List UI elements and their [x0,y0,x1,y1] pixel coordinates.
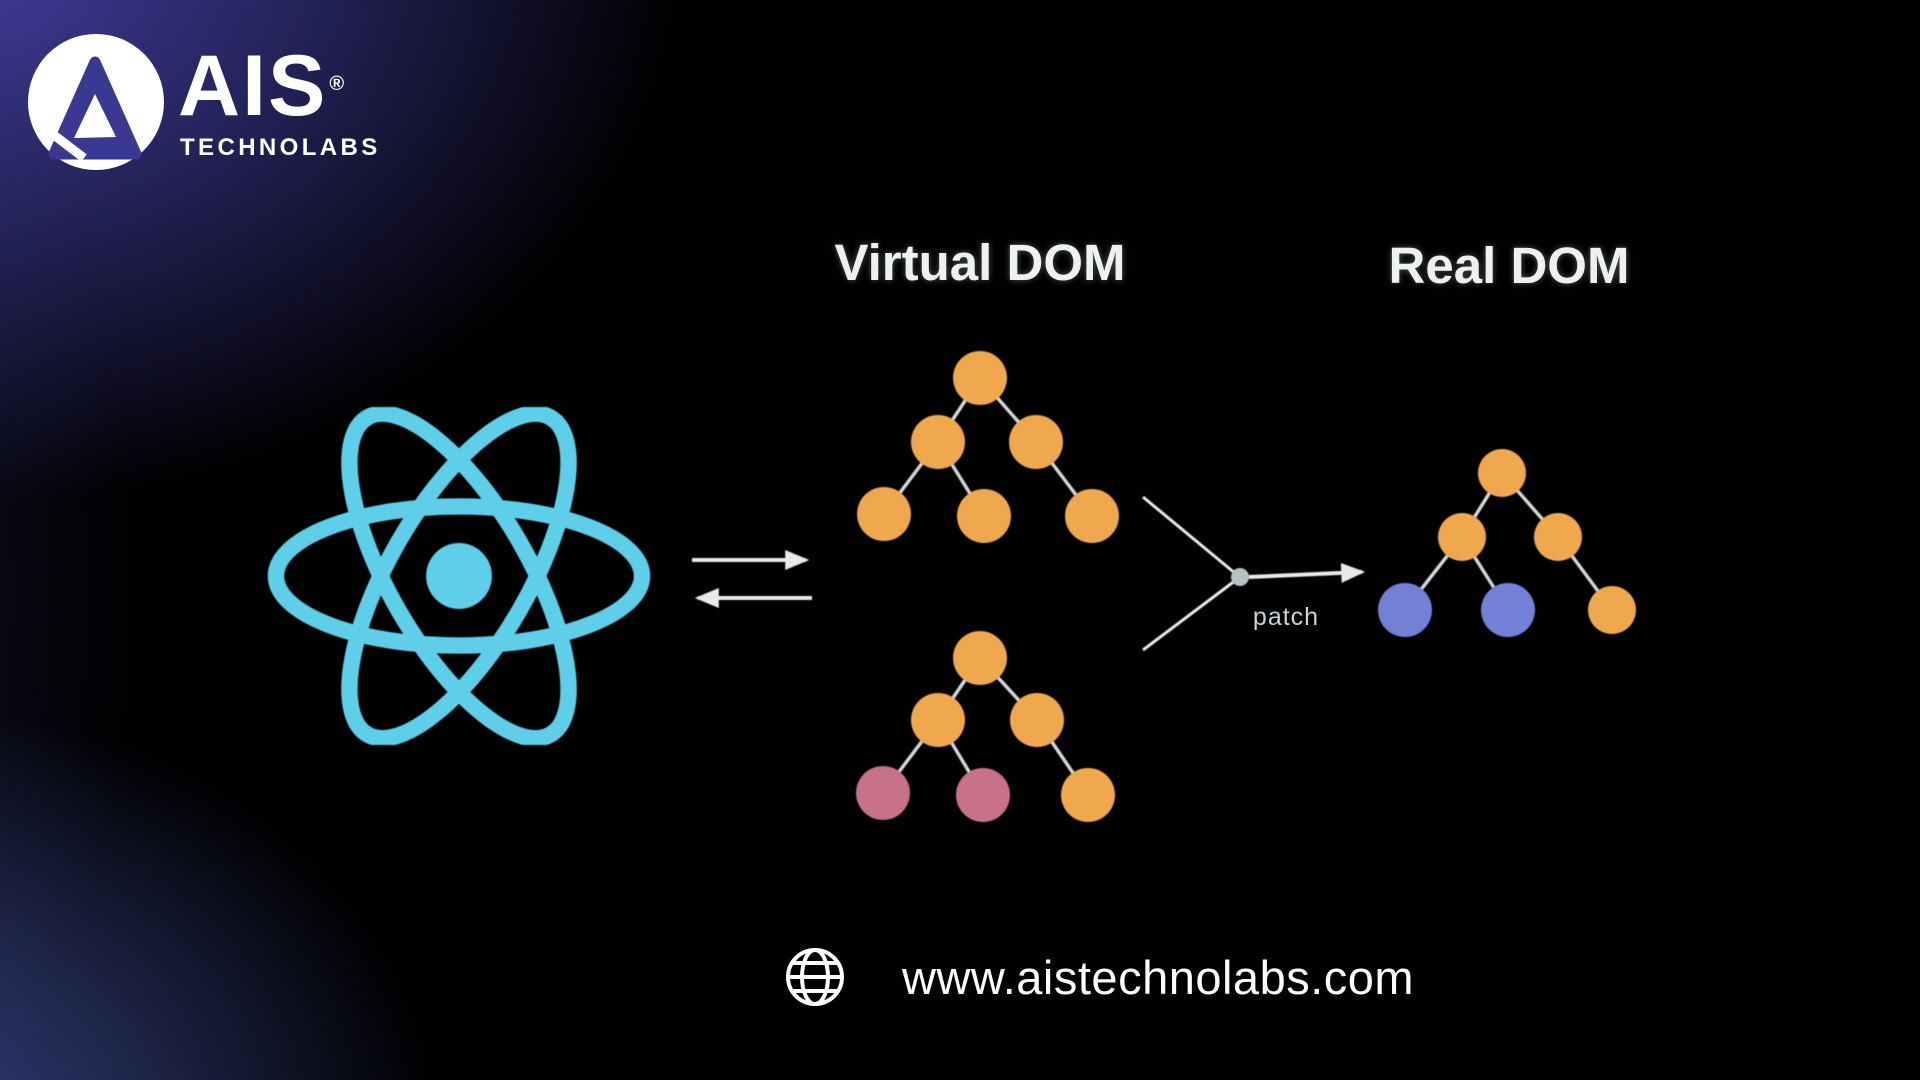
logo-a-counter [74,94,116,138]
react-core-dot [426,543,492,609]
brand-name-text: AIS [178,38,328,134]
real-dom-tree-node [1588,586,1636,634]
virtual-dom-tree-current-node [957,489,1011,543]
virtual-dom-tree-updated-node [956,768,1010,822]
diff-line-top [1142,495,1237,576]
patch-junction-dot [1231,568,1249,586]
virtual-dom-tree-updated-node [911,693,965,747]
virtual-dom-tree-current-node [1065,489,1119,543]
real-dom-title: Real DOM [1388,237,1630,294]
registered-trademark: ® [329,73,345,95]
website-footer: www.aistechnolabs.com [784,946,1414,1008]
react-logo-icon [267,407,651,745]
brand-name: AIS® [178,43,345,129]
virtual-dom-tree-updated-node [953,631,1007,685]
virtual-dom-tree-current-node [857,487,911,541]
real-dom-tree-node [1378,583,1432,637]
virtual-dom-tree-updated [856,631,1115,822]
globe-icon [786,948,844,1006]
patch-arrow [1248,562,1366,583]
real-dom-tree [1378,449,1636,637]
virtual-dom-tree-updated-node [1010,693,1064,747]
react-orbit-3 [341,407,577,745]
real-dom-tree-node [1438,513,1486,561]
virtual-dom-tree-current-node [911,415,965,469]
virtual-dom-title: Virtual DOM [834,234,1126,291]
virtual-dom-tree-updated-node [1061,768,1115,822]
brand-tagline: TECHNOLABS [180,134,381,161]
virtual-dom-tree-current [857,351,1119,543]
react-orbit-2 [341,407,577,745]
virtual-dom-tree-updated-node [856,766,910,820]
website-url: www.aistechnolabs.com [902,950,1415,1004]
real-dom-tree-node [1481,583,1535,637]
patch-label: patch [1252,603,1320,631]
real-dom-tree-node [1478,449,1526,497]
ais-technolabs-logo: AIS® TECHNOLABS [0,0,420,200]
virtual-dom-tree-current-node [1009,415,1063,469]
real-dom-tree-node [1534,513,1582,561]
diff-line-bottom [1142,578,1237,652]
react-orbit-1 [267,498,651,654]
ais-logo-mark-icon [28,34,164,170]
virtual-dom-tree-current-node [953,351,1007,405]
logo-a-slash [47,128,87,162]
